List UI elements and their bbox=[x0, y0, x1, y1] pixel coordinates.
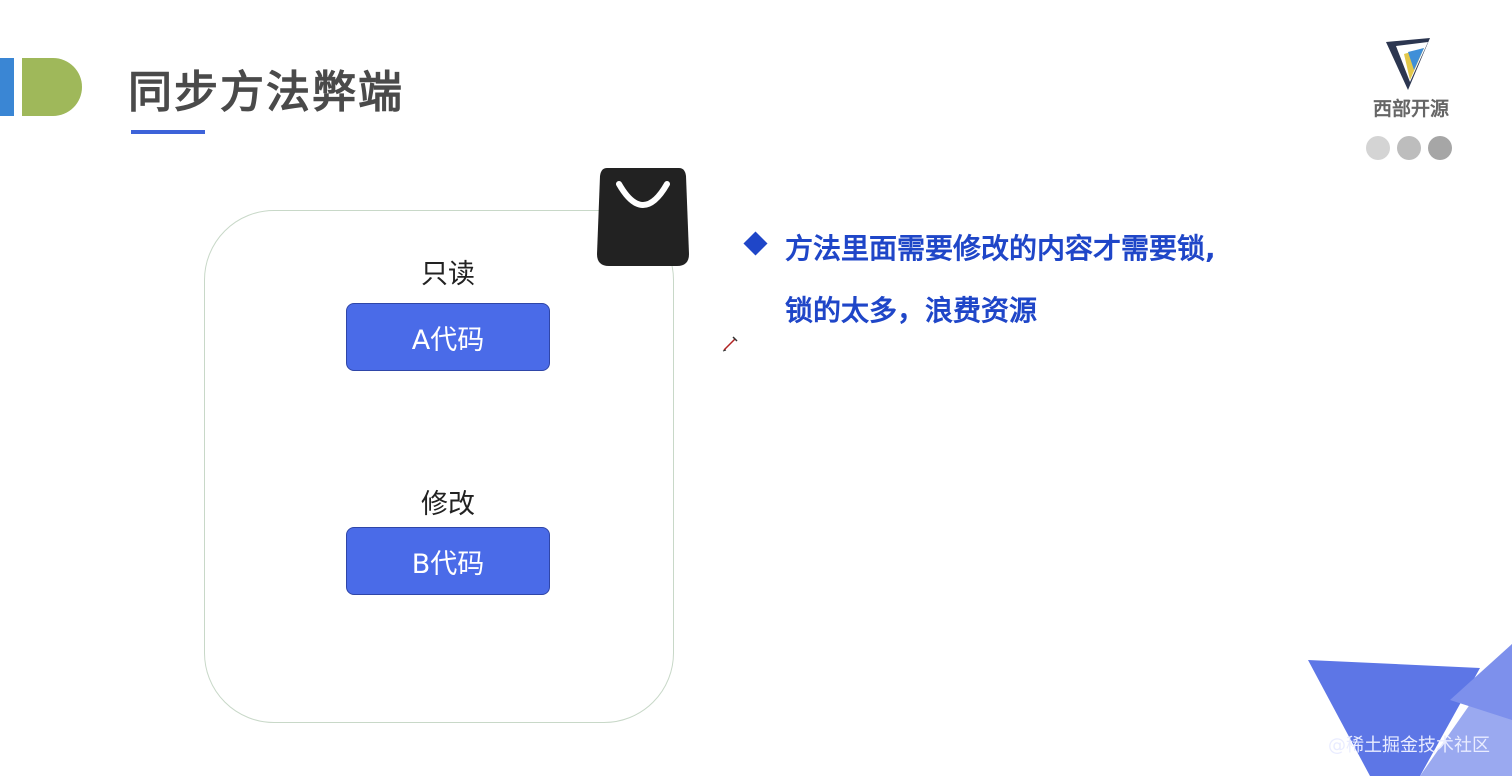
bullet-line-1: 方法里面需要修改的内容才需要锁, bbox=[785, 232, 1216, 265]
corner-decoration bbox=[1308, 644, 1512, 776]
diamond-bullet-icon bbox=[743, 231, 768, 256]
code-block-a: A代码 bbox=[346, 303, 550, 371]
dot-3 bbox=[1428, 136, 1452, 160]
brand-logo: 西部开源 bbox=[1366, 36, 1456, 126]
corner-accent-green bbox=[22, 58, 82, 116]
modify-label: 修改 bbox=[421, 489, 475, 520]
pen-cursor-icon bbox=[722, 336, 738, 356]
dot-1 bbox=[1366, 136, 1390, 160]
brand-logo-icon bbox=[1386, 38, 1430, 90]
corner-accent-blue bbox=[0, 58, 14, 116]
watermark: @稀土掘金技术社区 bbox=[1328, 735, 1490, 756]
dot-2 bbox=[1397, 136, 1421, 160]
bullet-line-2: 锁的太多，浪费资源 bbox=[785, 294, 1038, 327]
read-only-label: 只读 bbox=[421, 259, 475, 290]
shopping-bag-icon bbox=[597, 166, 689, 266]
brand-name: 西部开源 bbox=[1372, 98, 1449, 120]
page-title: 同步方法弊端 bbox=[128, 67, 404, 118]
method-frame bbox=[204, 210, 674, 723]
code-block-b: B代码 bbox=[346, 527, 550, 595]
title-underline bbox=[131, 130, 205, 134]
